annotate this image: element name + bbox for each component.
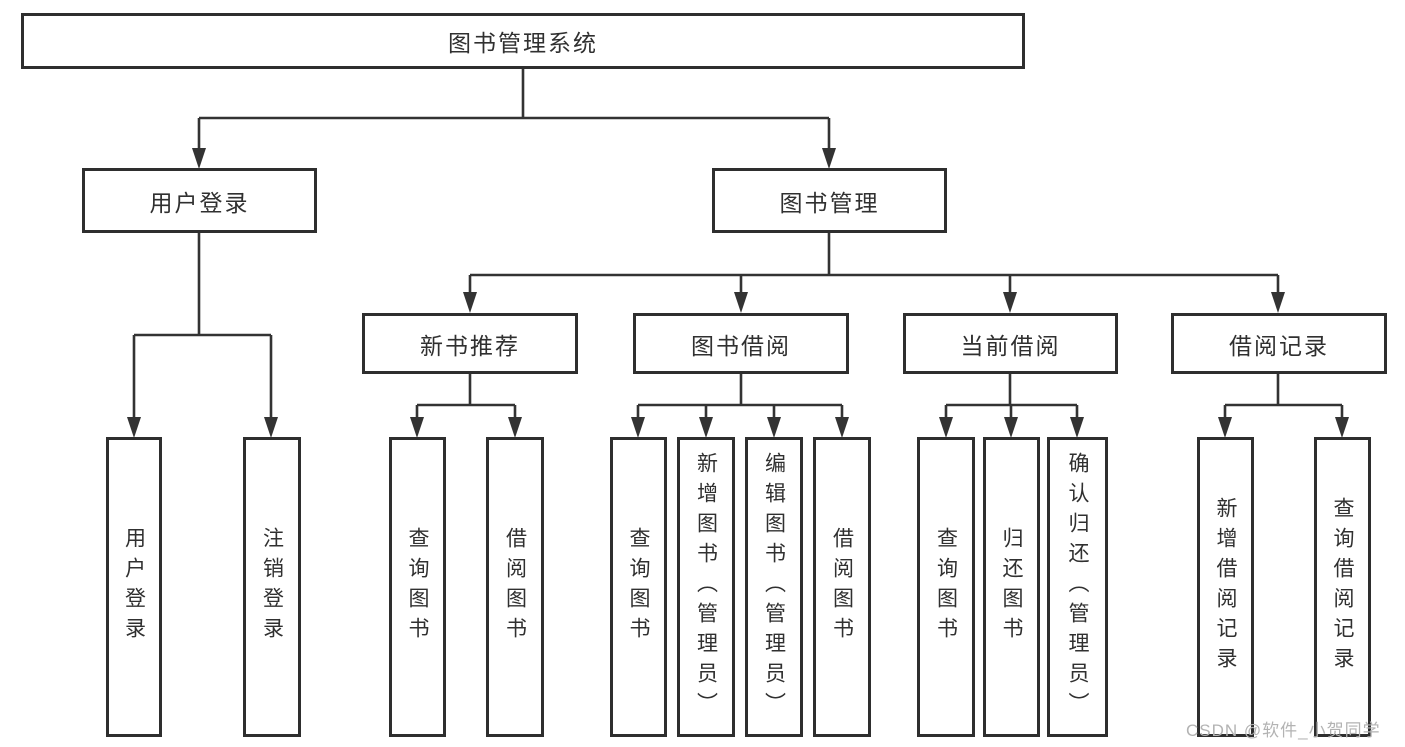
node-label: 图书管理 bbox=[779, 189, 880, 216]
node-book-management: 图书管理 bbox=[712, 168, 947, 233]
node-label: 查询图书 bbox=[406, 527, 429, 647]
node-add-books-admin: 新增图书（管理员） bbox=[677, 437, 735, 737]
node-label: 图书管理系统 bbox=[448, 30, 598, 56]
node-label: 查询图书 bbox=[934, 527, 958, 647]
node-label: 借阅记录 bbox=[1229, 332, 1329, 359]
node-query-borrow-record: 查询借阅记录 bbox=[1314, 437, 1371, 737]
node-return-books: 归还图书 bbox=[983, 437, 1040, 737]
node-label: 确认归还（管理员） bbox=[1066, 452, 1089, 722]
node-current-borrowing: 当前借阅 bbox=[903, 313, 1118, 374]
node-borrow-books-recommend: 借阅图书 bbox=[486, 437, 544, 737]
node-label: 新书推荐 bbox=[420, 332, 520, 359]
node-user-login: 用户登录 bbox=[82, 168, 317, 233]
node-label: 新增图书（管理员） bbox=[694, 452, 718, 722]
node-label: 查询借阅记录 bbox=[1331, 497, 1354, 677]
node-book-borrowing: 图书借阅 bbox=[633, 313, 849, 374]
node-query-books-recommend: 查询图书 bbox=[389, 437, 446, 737]
node-label: 借阅图书 bbox=[830, 527, 854, 647]
node-label: 借阅图书 bbox=[503, 527, 527, 647]
node-label: 当前借阅 bbox=[960, 332, 1061, 359]
node-borrowing-records: 借阅记录 bbox=[1171, 313, 1387, 374]
node-logout: 注销登录 bbox=[243, 437, 301, 737]
node-new-book-recommendation: 新书推荐 bbox=[362, 313, 578, 374]
node-edit-books-admin: 编辑图书（管理员） bbox=[745, 437, 803, 737]
node-user-login-leaf: 用户登录 bbox=[106, 437, 162, 737]
node-query-books-current: 查询图书 bbox=[917, 437, 975, 737]
node-label: 编辑图书（管理员） bbox=[762, 452, 786, 722]
node-book-management-system: 图书管理系统 bbox=[21, 13, 1025, 69]
node-label: 用户登录 bbox=[149, 189, 250, 216]
node-confirm-return-admin: 确认归还（管理员） bbox=[1047, 437, 1108, 737]
node-borrow-books-borrowing: 借阅图书 bbox=[813, 437, 871, 737]
node-label: 注销登录 bbox=[260, 527, 284, 647]
node-query-books-borrowing: 查询图书 bbox=[610, 437, 667, 737]
node-label: 图书借阅 bbox=[691, 332, 791, 359]
node-label: 归还图书 bbox=[1000, 527, 1023, 647]
node-label: 新增借阅记录 bbox=[1214, 497, 1237, 677]
node-add-borrow-record: 新增借阅记录 bbox=[1197, 437, 1254, 737]
node-label: 查询图书 bbox=[627, 527, 650, 647]
node-label: 用户登录 bbox=[122, 527, 146, 647]
watermark: CSDN @软件_小贺同学 bbox=[1186, 721, 1381, 740]
